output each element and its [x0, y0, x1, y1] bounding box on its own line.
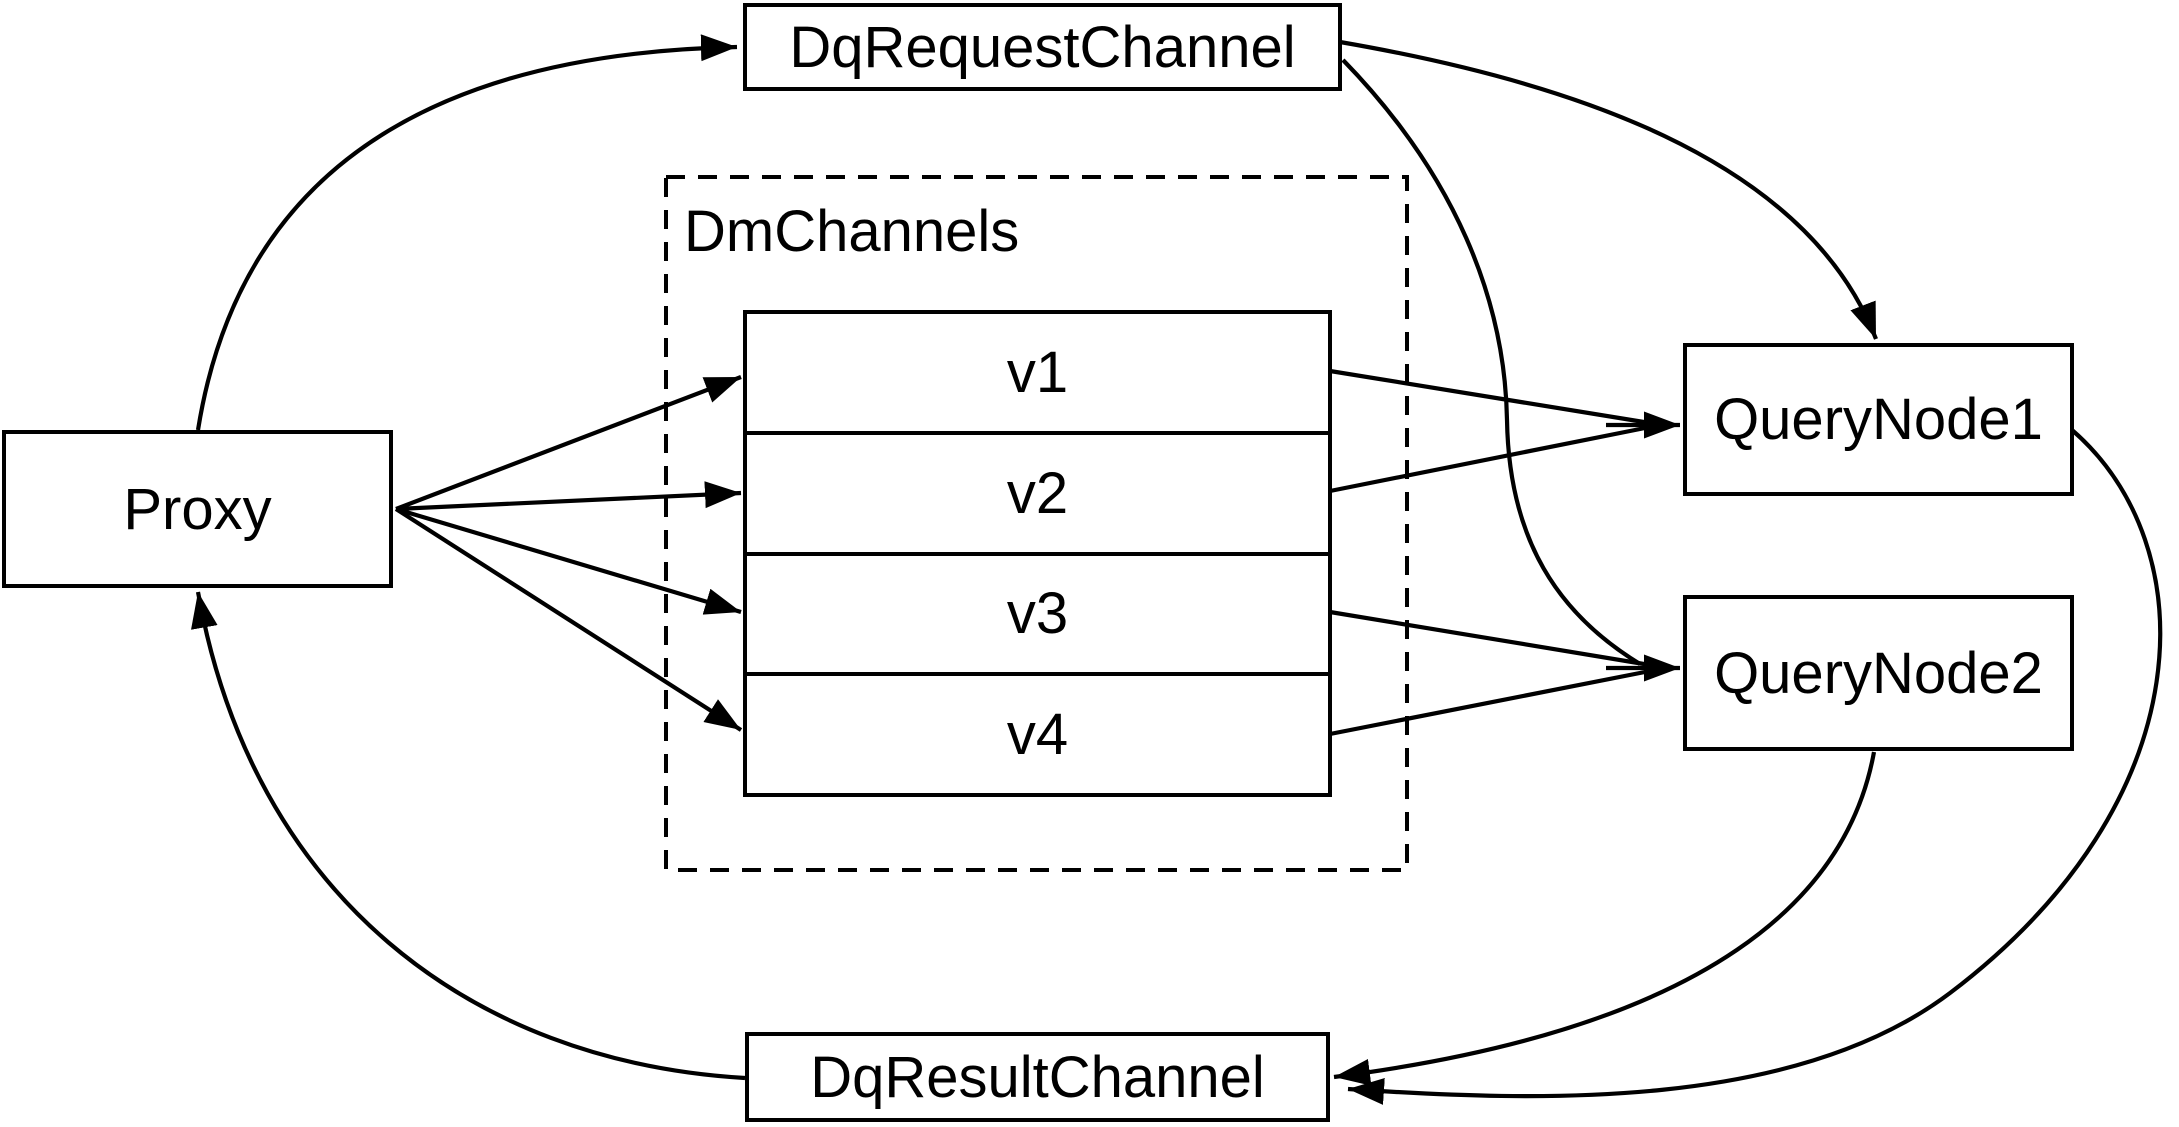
dq-result-channel-label: DqResultChannel: [810, 1044, 1265, 1110]
channel-row-v4: v4: [747, 672, 1328, 793]
edge-dqrequestchannel-to-querynode1: [1339, 39, 1878, 340]
dm-channels-stack: v1 v2 v3 v4: [743, 310, 1332, 797]
edge-proxy-to-v3: [395, 506, 742, 615]
query-node-1-label: QueryNode1: [1714, 387, 2043, 452]
edge-querynode1-to-dqresultchannel: [1347, 428, 2163, 1105]
edge-v1-to-querynode1: [1329, 368, 1651, 426]
proxy-label: Proxy: [123, 476, 272, 542]
channel-row-v3: v3: [747, 551, 1328, 673]
edge-proxy-to-v2: [395, 481, 742, 512]
node-query-node-1: QueryNode1: [1683, 343, 2074, 496]
node-proxy: Proxy: [2, 430, 393, 588]
edge-proxy-to-v4: [394, 507, 743, 732]
edge-v2-to-querynode1: [1329, 424, 1651, 494]
edge-proxy-to-v1: [395, 375, 742, 511]
dq-request-channel-label: DqRequestChannel: [789, 14, 1296, 80]
node-dq-request-channel: DqRequestChannel: [743, 3, 1342, 91]
dm-channels-group-label: DmChannels: [684, 199, 1020, 264]
edge-proxy-to-dqrequestchannel: [195, 34, 738, 431]
channel-row-v1: v1: [747, 314, 1328, 431]
query-node-2-label: QueryNode2: [1714, 640, 2043, 706]
dm-channels-group-border: [664, 175, 1409, 872]
edge-dqrequestchannel-to-querynode2: [1341, 58, 1642, 666]
edge-dqresultchannel-to-proxy: [191, 591, 746, 1081]
node-query-node-2: QueryNode2: [1683, 595, 2074, 751]
edge-v3-to-querynode2: [1329, 609, 1651, 668]
node-dq-result-channel: DqResultChannel: [745, 1032, 1330, 1122]
channel-row-v2: v2: [747, 430, 1328, 552]
edge-v4-to-querynode2: [1329, 668, 1651, 737]
edge-querynode2-to-dqresultchannel: [1333, 751, 1877, 1086]
